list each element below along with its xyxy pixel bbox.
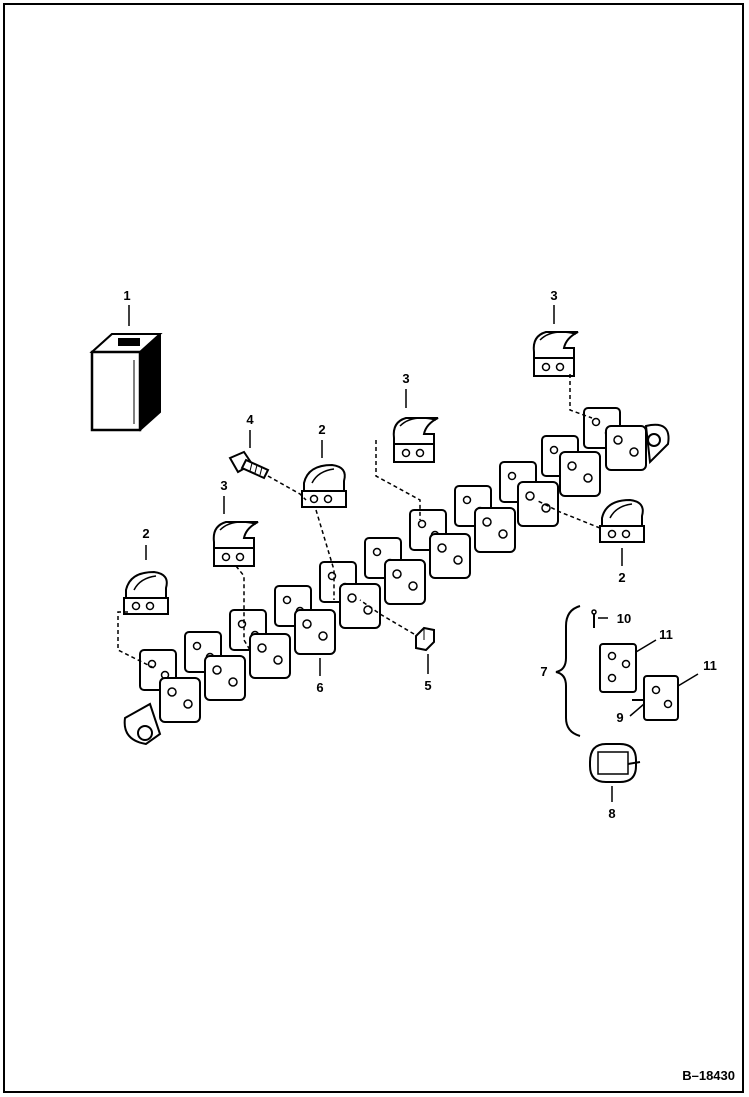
item-3-tooth-middle [375,417,439,520]
svg-text:3: 3 [550,288,557,303]
svg-text:5: 5 [424,678,431,693]
svg-text:3: 3 [220,478,227,493]
chain-front-row [123,423,670,746]
chain-back-row [139,407,621,691]
callout-9: 9 [616,710,623,725]
svg-text:7: 7 [540,664,547,679]
callout-3-middle: 3 [402,371,410,408]
callout-3-left: 3 [220,478,228,514]
callout-11-lower: 11 [703,658,717,673]
item-1-package [89,333,163,432]
svg-text:9: 9 [616,710,623,725]
diagram-reference-code: B–18430 [682,1068,735,1083]
svg-text:11: 11 [703,658,717,673]
callout-2-right: 2 [618,548,626,585]
callout-8: 8 [608,786,616,821]
item-3-tooth-right [532,331,593,419]
item-4-bolt [228,450,307,501]
svg-text:2: 2 [618,570,625,585]
svg-text:3: 3 [402,371,409,386]
item-3-tooth-left [212,521,259,651]
callout-7: 7 [540,664,547,679]
item-11-plate-upper [599,639,657,693]
diagram-frame [3,3,744,1093]
callout-6: 6 [316,658,324,695]
svg-text:4: 4 [246,412,254,427]
item-5-nut [359,599,435,652]
callout-5: 5 [424,654,432,693]
callout-2-left: 2 [142,526,150,560]
svg-text:2: 2 [142,526,149,541]
callout-1: 1 [123,288,131,326]
item-10-pin [591,609,608,628]
item-8-offset-link [589,743,641,783]
svg-text:1: 1 [123,288,130,303]
callout-11-upper: 11 [659,627,673,642]
svg-text:2: 2 [318,422,325,437]
item-2-tooth-right [535,499,645,543]
item-9-pin-link [629,673,699,721]
svg-text:8: 8 [608,806,615,821]
svg-text:11: 11 [659,627,673,642]
item-7-bracket [555,605,581,737]
item-2-tooth-left [117,571,169,669]
callout-10: 10 [617,611,631,626]
callout-3-right: 3 [550,288,558,324]
svg-text:10: 10 [617,611,631,626]
callout-2-middle: 2 [318,422,326,458]
callout-4: 4 [246,412,254,448]
svg-text:6: 6 [316,680,323,695]
